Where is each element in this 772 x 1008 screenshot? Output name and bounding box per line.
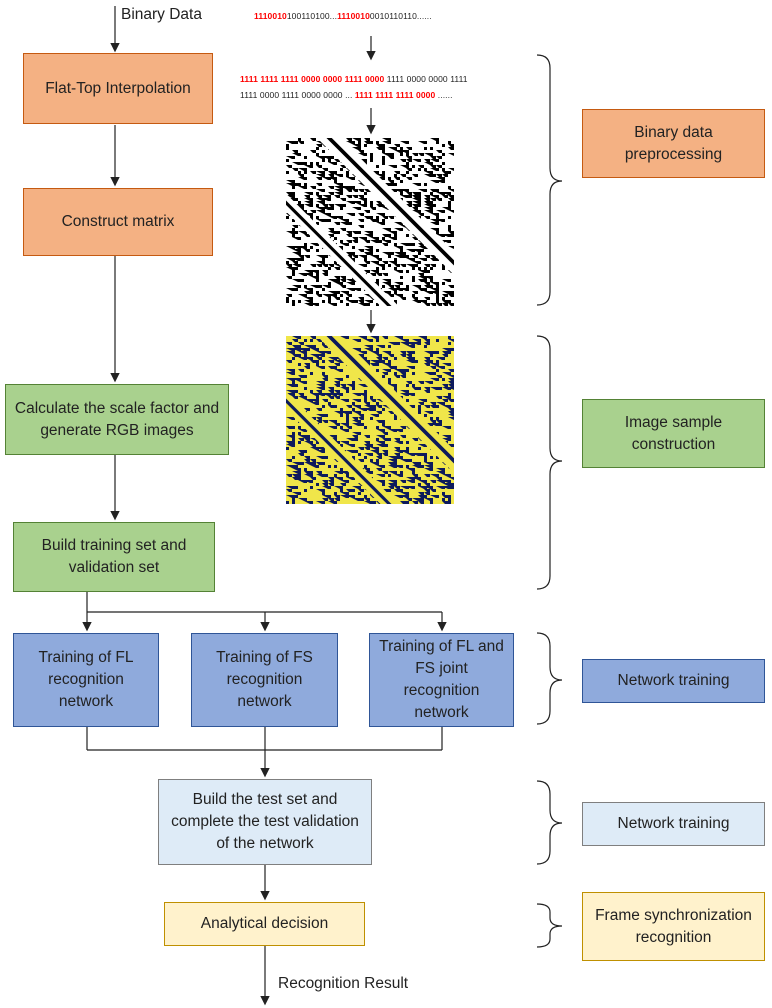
- bit-string-interp-1: 1111 1111 1111 0000 0000 1111 0000 1111 …: [240, 74, 468, 84]
- stage-network-training: Network training: [582, 659, 765, 703]
- brace-sample: [536, 335, 563, 590]
- build-training-set-box: Build training set and validation set: [13, 522, 215, 592]
- bits_line2-segment: 1111 0000 0000 1111: [384, 74, 468, 84]
- joint-training-box: Training of FL and FS joint recognition …: [369, 633, 514, 727]
- flat-top-interpolation-box: Flat-Top Interpolation: [23, 53, 213, 124]
- fs-training-box: Training of FS recognition network: [191, 633, 338, 727]
- bits_line1-segment: 100110100...: [286, 11, 338, 21]
- bits_line1-segment: 0010110110......: [369, 11, 432, 21]
- test-set-box: Build the test set and complete the test…: [158, 779, 372, 865]
- bit-string-interp-2: 1111 0000 1111 0000 0000 ... 1111 1111 1…: [240, 90, 453, 100]
- brace-preprocess: [536, 54, 563, 306]
- bits_line1-segment: 1110010: [254, 11, 287, 21]
- brace-sync: [536, 903, 563, 948]
- brace-training2: [536, 780, 563, 865]
- construct-matrix-box: Construct matrix: [23, 188, 213, 256]
- output-label: Recognition Result: [278, 975, 409, 992]
- bit-string-raw: 1110010100110100...11100100010110110....…: [254, 11, 432, 21]
- stage-image-sample: Image sample construction: [582, 399, 765, 468]
- input-label: Binary Data: [121, 6, 202, 23]
- binary-matrix-image: [286, 138, 454, 306]
- analytical-decision-box: Analytical decision: [164, 902, 365, 946]
- bits_line3-segment: ......: [435, 90, 453, 100]
- bits_line3-segment: 1111 1111 1111 0000: [354, 90, 436, 100]
- bits_line1-segment: 1110010: [337, 11, 370, 21]
- stage-frame-sync: Frame synchronization recognition: [582, 892, 765, 961]
- fl-training-box: Training of FL recognition network: [13, 633, 159, 727]
- brace-training: [536, 632, 563, 725]
- stage-preprocessing: Binary data preprocessing: [582, 109, 765, 178]
- bits_line2-segment: 1111 1111 1111 0000 0000 1111 0000: [240, 74, 385, 84]
- stage-network-training-2: Network training: [582, 802, 765, 846]
- scale-factor-box: Calculate the scale factor and generate …: [5, 384, 229, 455]
- rgb-sample-image: [286, 336, 454, 504]
- bits_line3-segment: 1111 0000 1111 0000 0000 ...: [240, 90, 355, 100]
